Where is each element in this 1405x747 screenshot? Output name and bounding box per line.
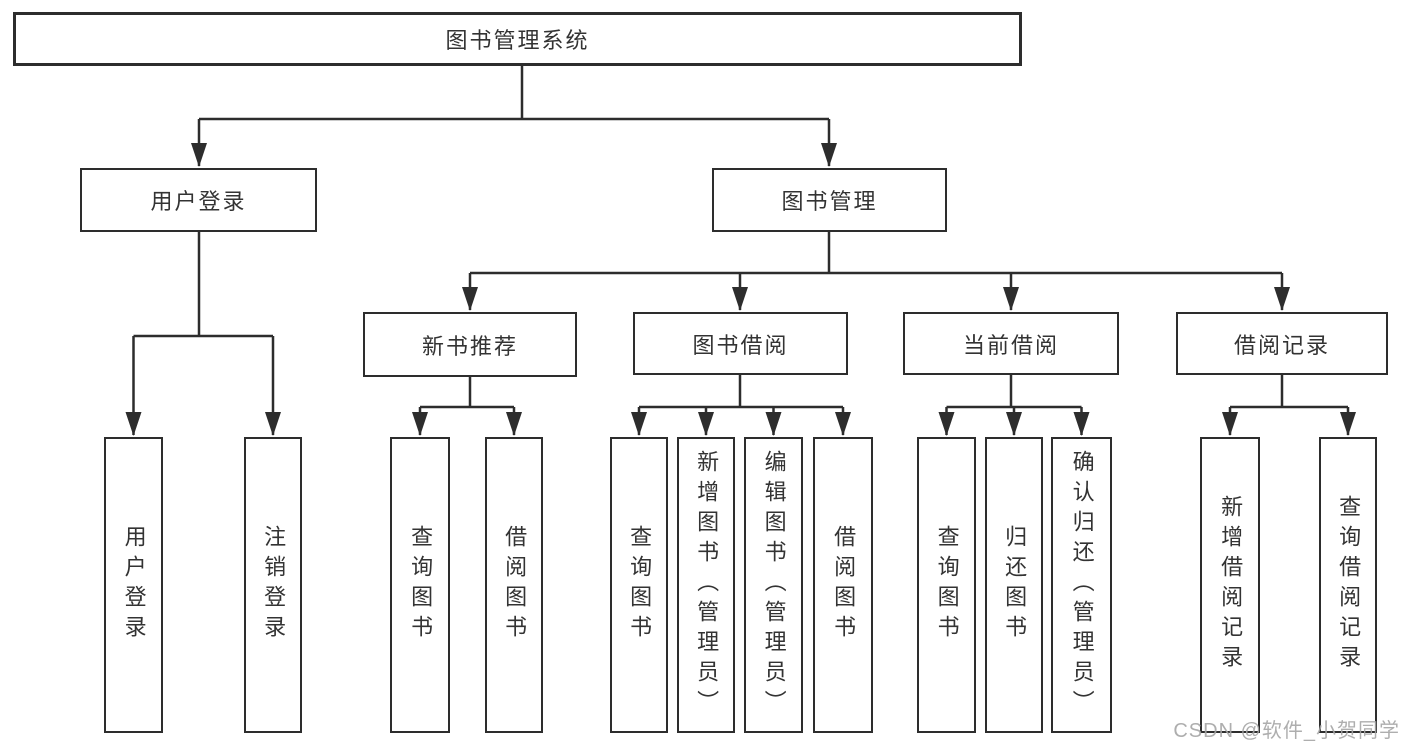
leaf-logout: 注销登录 (244, 437, 302, 733)
leaf-query-borrow-record: 查询借阅记录 (1319, 437, 1377, 733)
node-borrowing-records: 借阅记录 (1176, 312, 1388, 375)
node-book-management: 图书管理 (712, 168, 947, 232)
leaf-return-books: 归还图书 (985, 437, 1043, 733)
node-current-borrowing: 当前借阅 (903, 312, 1119, 375)
connector-lines (125, 65, 1356, 436)
node-user-login: 用户登录 (80, 168, 317, 232)
csdn-watermark: CSDN @软件_小贺同学 (1173, 720, 1400, 742)
leaf-query-books-recommend: 查询图书 (390, 437, 450, 733)
leaf-borrow-books: 借阅图书 (813, 437, 873, 733)
node-book-borrowing: 图书借阅 (633, 312, 848, 375)
leaf-edit-books-admin: 编辑图书（管理员） (744, 437, 803, 733)
node-new-book-recommend: 新书推荐 (363, 312, 577, 377)
leaf-user-login: 用户登录 (104, 437, 163, 733)
node-root-system: 图书管理系统 (13, 12, 1022, 66)
leaf-add-borrow-record: 新增借阅记录 (1200, 437, 1260, 733)
leaf-confirm-return-admin: 确认归还（管理员） (1051, 437, 1112, 733)
leaf-borrow-books-recommend: 借阅图书 (485, 437, 543, 733)
leaf-query-books-current: 查询图书 (917, 437, 976, 733)
leaf-add-books-admin: 新增图书（管理员） (677, 437, 735, 733)
leaf-query-books-borrowing: 查询图书 (610, 437, 668, 733)
